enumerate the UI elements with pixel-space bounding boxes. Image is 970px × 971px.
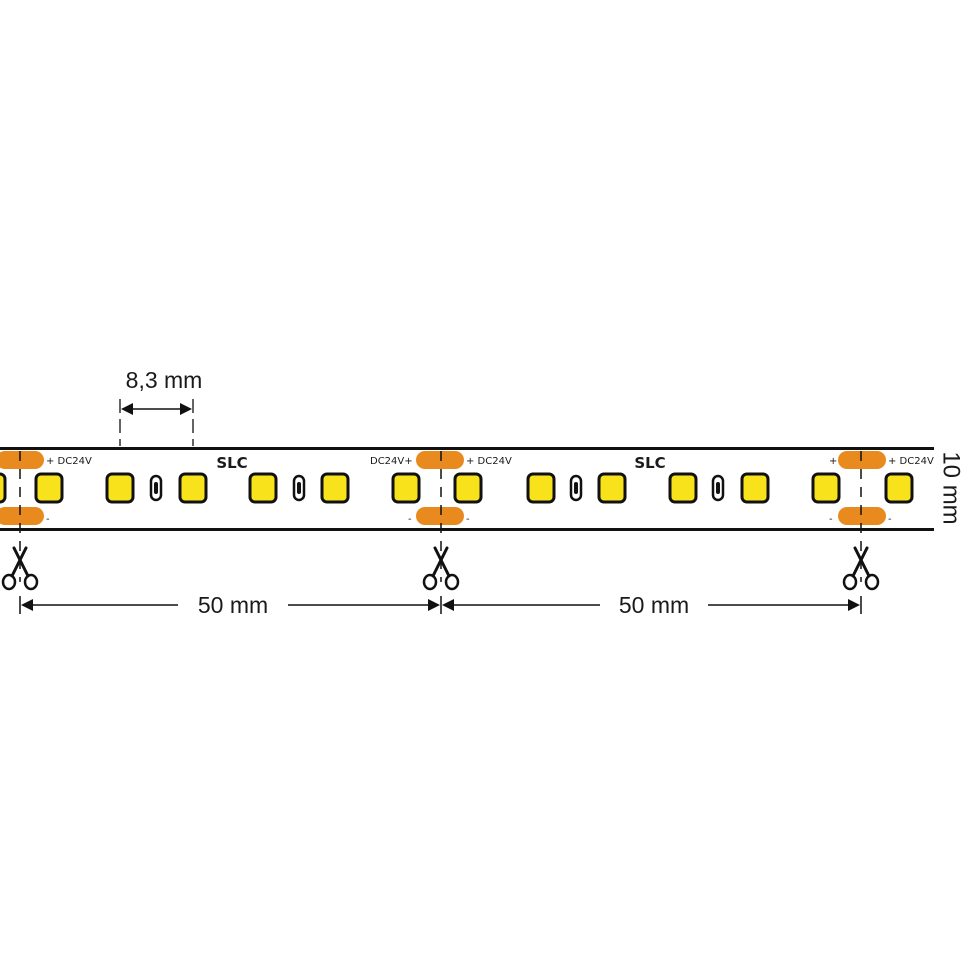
resistor-center [716, 482, 720, 494]
scissors-blade [851, 546, 869, 578]
pad-label-plus: + [829, 456, 837, 467]
scissors-handle [444, 573, 460, 591]
pad-label-dc-plus: DC24V+ [370, 456, 413, 467]
pad-label-minus: - [46, 514, 50, 525]
led-chip [740, 472, 770, 504]
dimension-arrow [21, 599, 33, 611]
dimension-arrow [428, 599, 440, 611]
scissors-blade [12, 546, 30, 578]
led-chip [0, 472, 7, 504]
brand-label: SLC [634, 454, 665, 472]
scissors-handle [864, 573, 880, 591]
led-chip [178, 472, 208, 504]
resistors [149, 474, 725, 502]
scissors-handle [422, 573, 438, 591]
led-strip [0, 447, 934, 531]
led-chip [811, 472, 841, 504]
segment-length-label: 50 mm [619, 592, 689, 618]
solder-pad [416, 507, 464, 525]
scissors-handle [1, 573, 17, 591]
solder-pad [838, 507, 886, 525]
led-chip [668, 472, 698, 504]
scissors-blade [431, 546, 449, 578]
scissors-icon [842, 546, 880, 591]
strip-width-label: 10 mm [938, 451, 965, 524]
pad-label-minus: - [888, 514, 892, 525]
led-chip [526, 472, 556, 504]
pad-labels: + DC24V - DC24V+ - + DC24V - + - + DC24V… [46, 456, 934, 525]
pad-label-plus-dc: + DC24V [888, 456, 934, 467]
solder-pad [0, 451, 44, 469]
led-chip [391, 472, 421, 504]
pitch-arrow-right [180, 403, 192, 415]
segment-length-label: 50 mm [198, 592, 268, 618]
dimension-arrow [848, 599, 860, 611]
scissors-blade [433, 546, 451, 578]
dimension-arrow [442, 599, 454, 611]
led-chip [320, 472, 350, 504]
led-chip [34, 472, 64, 504]
scissors-icon [1, 546, 39, 591]
solder-pad [0, 507, 44, 525]
resistor-center [297, 482, 301, 494]
pad-label-minus: - [408, 514, 412, 525]
segment-dimension: 50 mm 50 mm [19, 592, 862, 618]
scissors-blade [853, 546, 871, 578]
led-chip [248, 472, 278, 504]
leds [0, 472, 914, 504]
resistor-center [574, 482, 578, 494]
led-chip [884, 472, 914, 504]
pitch-dimension: 8,3 mm [119, 367, 203, 446]
solder-pads [0, 451, 886, 525]
resistor-center [154, 482, 158, 494]
scissors-handle [842, 573, 858, 591]
led-chip [453, 472, 483, 504]
led-chip [597, 472, 627, 504]
pitch-label: 8,3 mm [126, 367, 203, 393]
solder-pad [838, 451, 886, 469]
pitch-arrow-left [121, 403, 133, 415]
pad-label-plus-dc: + DC24V [46, 456, 92, 467]
cut-markers [1, 546, 880, 591]
led-chip [105, 472, 135, 504]
brand-label: SLC [216, 454, 247, 472]
pad-label-plus-dc: + DC24V [466, 456, 512, 467]
scissors-handle [23, 573, 39, 591]
pad-label-minus: - [466, 514, 470, 525]
solder-pad [416, 451, 464, 469]
pad-label-minus: - [829, 514, 833, 525]
scissors-icon [422, 546, 460, 591]
scissors-blade [10, 546, 28, 578]
